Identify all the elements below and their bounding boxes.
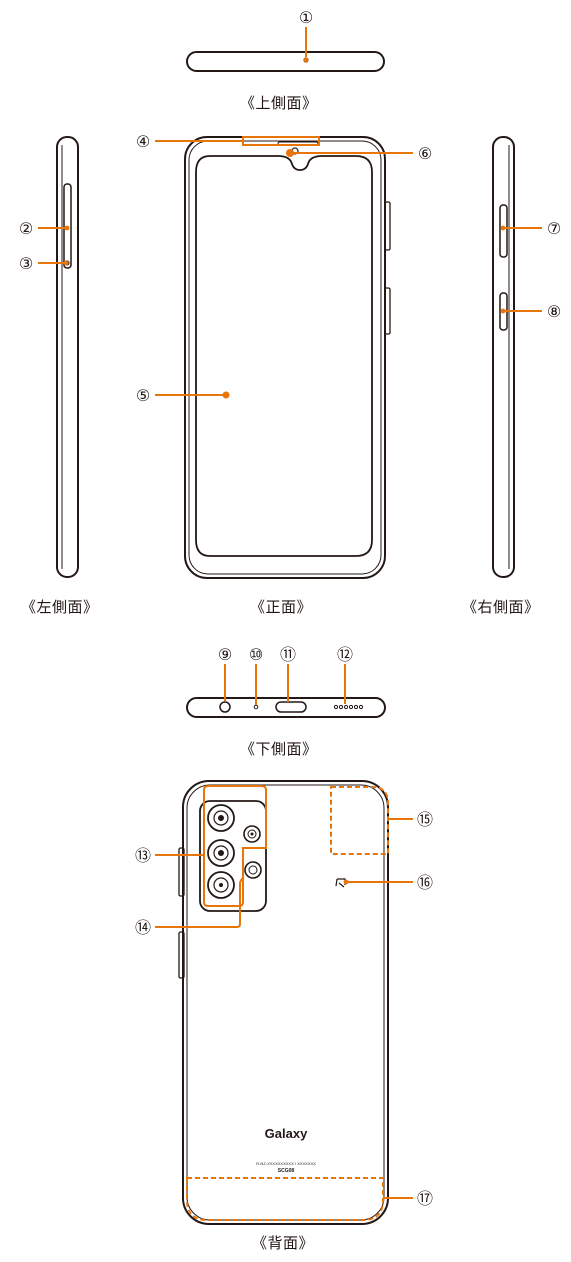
- callout-badge-4: ④: [136, 132, 150, 151]
- callout-badge-2: ②: [19, 219, 33, 238]
- caption-bottom-side: 《下側面》: [240, 740, 318, 758]
- speaker-holes: [333, 704, 364, 710]
- back-view: [178, 780, 389, 1225]
- caption-right-side: 《右側面》: [462, 598, 540, 616]
- bottom-side-view: [186, 697, 386, 718]
- callout-4: [155, 136, 320, 146]
- callout-badge-16: ⑯: [417, 873, 433, 892]
- callout-badge-9: ⑨: [218, 645, 232, 664]
- callout-2: [38, 225, 70, 231]
- callout-3: [38, 260, 69, 266]
- callout-badge-1: ①: [299, 8, 313, 27]
- callout-badge-10: ⑩: [249, 645, 263, 664]
- callout-1: [303, 27, 309, 63]
- callout-badge-7: ⑦: [547, 219, 561, 238]
- callout-badge-8: ⑧: [547, 302, 561, 321]
- right-side-view: [492, 136, 515, 578]
- back-brand-logo: Galaxy: [265, 1126, 308, 1141]
- callout-badge-13: ⑬: [135, 846, 151, 865]
- callout-14: [155, 876, 245, 928]
- callout-badge-5: ⑤: [136, 386, 150, 405]
- back-regulatory-text: R-NZ-XXXXXXXXXX / XXXXXXX: [256, 1161, 316, 1166]
- caption-top-side: 《上側面》: [240, 94, 318, 112]
- callout-8: [500, 308, 542, 314]
- callout-badge-17: ⑰: [417, 1189, 433, 1208]
- caption-back: 《背面》: [252, 1234, 315, 1252]
- callout-5: [155, 391, 230, 399]
- caption-left-side: 《左側面》: [21, 598, 99, 616]
- top-side-view: [186, 51, 385, 72]
- callout-badge-11: ⑪: [280, 645, 296, 664]
- callout-badge-12: ⑫: [337, 645, 353, 664]
- callout-6: [286, 149, 413, 157]
- badges: ① ② ③ ④ ⑤ ⑥ ⑦ ⑧ ⑨ ⑩ ⑪ ⑫ ⑬ ⑭ ⑮ ⑯ ⑰: [19, 8, 561, 1208]
- callout-badge-3: ③: [19, 254, 33, 273]
- callout-badge-14: ⑭: [135, 918, 151, 937]
- callout-13: [155, 785, 267, 907]
- callout-badge-6: ⑥: [418, 144, 432, 163]
- caption-front: 《正面》: [250, 598, 313, 616]
- callout-17: [186, 1177, 413, 1221]
- callout-15: [330, 786, 413, 855]
- callout-badge-15: ⑮: [417, 810, 433, 829]
- front-view: [184, 136, 391, 579]
- back-model-text: SCG08: [278, 1168, 295, 1174]
- left-side-view: [56, 136, 79, 578]
- callout-7: [500, 225, 542, 231]
- callout-16: [343, 879, 413, 885]
